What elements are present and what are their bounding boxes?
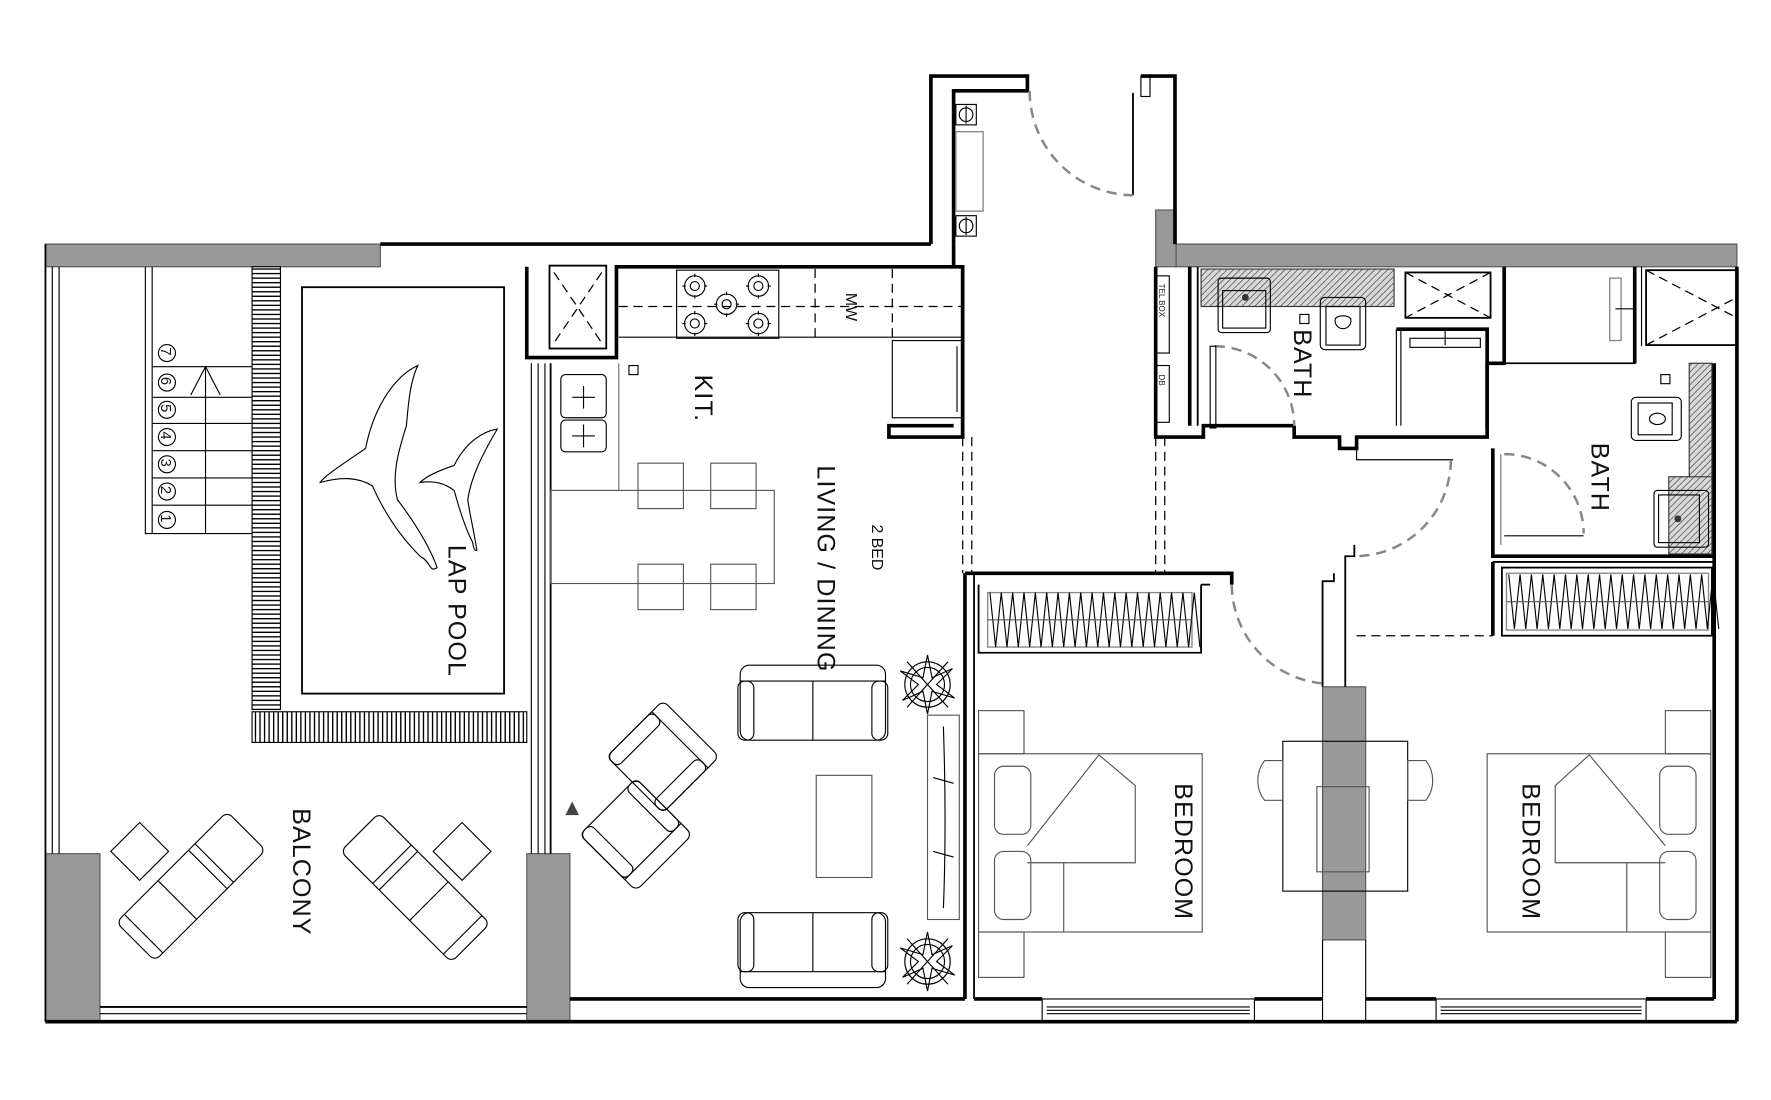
plant-icon [899, 931, 956, 992]
armchair-icon [579, 777, 693, 892]
dolphin-icon [318, 364, 499, 570]
bed-icon [978, 710, 1203, 978]
sun-lounger-icon [340, 812, 492, 963]
sink-icon [1409, 329, 1481, 348]
bed-icon [1486, 710, 1712, 978]
structural-columns [44, 209, 1738, 1023]
bedroom-1: BEDROOM [977, 583, 1211, 978]
kitchen-label: KIT. [689, 375, 717, 423]
svg-text:2: 2 [157, 486, 173, 494]
sofa-icon [737, 912, 889, 989]
sofa-icon [737, 664, 889, 741]
svg-text:3: 3 [157, 459, 173, 467]
door-swings [1028, 90, 1585, 685]
sink-icon [1217, 277, 1271, 334]
bedroom-2-label: BEDROOM [1516, 783, 1544, 920]
stairs: 7 6 5 4 3 2 1 [144, 266, 253, 535]
armchair-icon [606, 699, 720, 814]
unit-type-label: 2 BED [868, 524, 885, 570]
bedroom-1-label: BEDROOM [1169, 783, 1197, 920]
living-dining-label: LIVING / DINING [811, 465, 839, 672]
bath-2: BATH [1586, 277, 1713, 555]
wardrobe-icon [977, 583, 1211, 654]
bath-2-label: BATH [1586, 443, 1614, 512]
step-numbers: 7 6 5 4 3 2 1 [157, 343, 177, 529]
bath-1-label: BATH [1288, 329, 1316, 398]
svg-text:7: 7 [157, 347, 173, 355]
desk-icon [1257, 740, 1434, 892]
living-room [565, 654, 960, 992]
bedroom-2: BEDROOM [1486, 566, 1720, 978]
sun-lounger-icon [109, 811, 267, 962]
db-label: DB [1157, 375, 1166, 386]
tel-box-label: TEL BOX [1157, 284, 1166, 318]
hob-icon [676, 269, 780, 339]
corridor-fixtures [955, 103, 984, 237]
marker-icon [565, 801, 579, 816]
svg-text:1: 1 [157, 514, 173, 522]
tv-icon [926, 714, 960, 921]
balcony-label: BALCONY [287, 808, 315, 935]
svg-text:4: 4 [157, 431, 173, 439]
pool-area: LAP POOL [251, 266, 528, 743]
sink-icon [560, 374, 607, 453]
svg-text:5: 5 [157, 404, 173, 412]
sink-icon [1653, 489, 1710, 548]
bath-1: TEL BOX DB BATH [1155, 268, 1481, 423]
plant-icon [899, 654, 956, 715]
microwave-label: MW [842, 293, 859, 321]
wardrobe-icon [1501, 566, 1720, 637]
toilet-icon [1319, 296, 1367, 351]
svg-text:6: 6 [157, 377, 173, 385]
toilet-icon [1630, 396, 1682, 442]
lap-pool-label: LAP POOL [442, 545, 470, 677]
kitchen: MW KIT. [548, 264, 964, 611]
